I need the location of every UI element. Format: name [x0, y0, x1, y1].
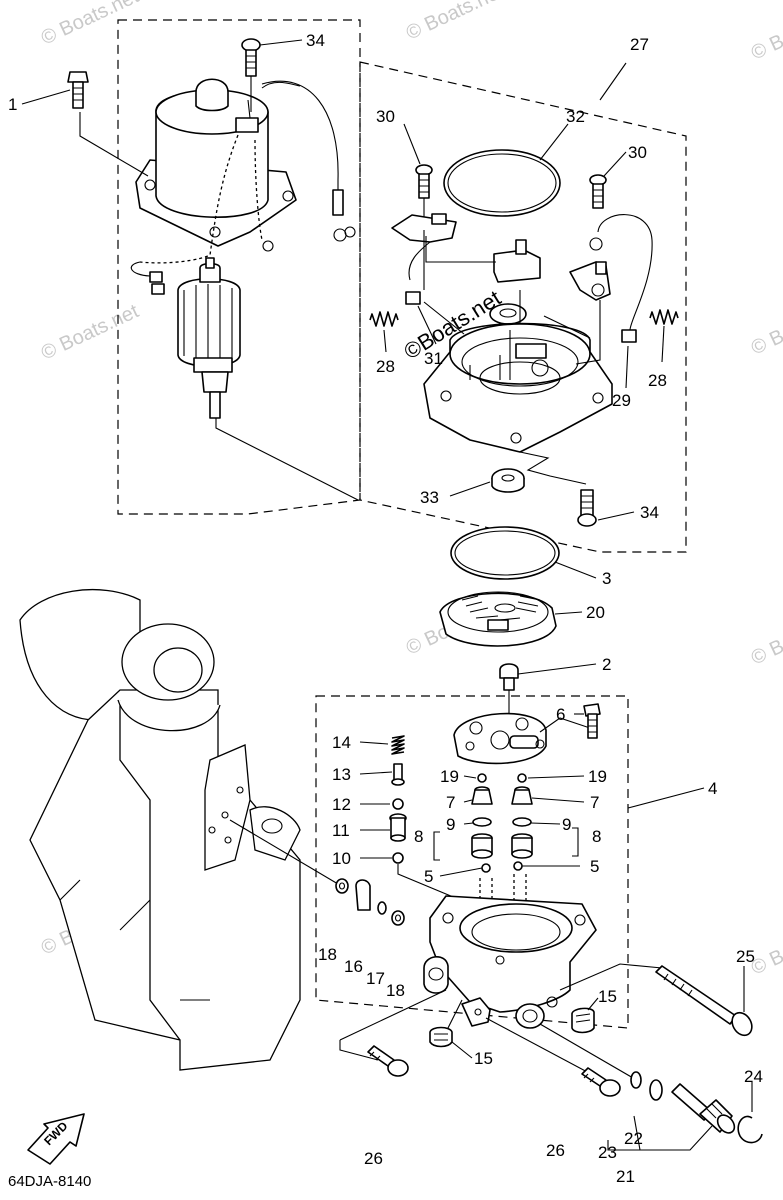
plug-15-lower: [429, 1026, 453, 1048]
callout-10: 10: [332, 849, 351, 868]
callout-4: 4: [708, 779, 717, 798]
callout-18: 18: [318, 945, 337, 964]
valve-parts-center: [433, 773, 579, 944]
assembly-27-box: [359, 61, 687, 553]
valve-parts-left: [389, 735, 471, 905]
bolt-26-right: [581, 1067, 621, 1097]
callout-20: 20: [586, 603, 605, 622]
watermark: © Boats.net: [38, 300, 143, 364]
bracket-21: [607, 1125, 713, 1151]
screw-34-top: [241, 38, 261, 112]
callout-30: 30: [628, 143, 647, 162]
callout-14: 14: [332, 733, 351, 752]
callout-19: 19: [588, 767, 607, 786]
callout-3: 3: [602, 569, 611, 588]
o-ring-22: [649, 1079, 663, 1101]
callout-34: 34: [306, 31, 325, 50]
callout-25: 25: [736, 947, 755, 966]
callout-32: 32: [566, 107, 585, 126]
watermark: © Boats.net: [38, 0, 143, 50]
trim-cylinder-background: [19, 588, 301, 1071]
callout-5: 5: [590, 857, 599, 876]
callout-15: 15: [474, 1049, 493, 1068]
bolt-6: [583, 703, 601, 739]
callout-2: 2: [602, 655, 611, 674]
assembly-4-box: [315, 695, 629, 1029]
callout-16: 16: [344, 957, 363, 976]
watermark: © Boats.net: [748, 605, 783, 669]
o-ring-23: [630, 1071, 642, 1089]
callout-8: 8: [414, 827, 423, 846]
callout-9: 9: [562, 815, 571, 834]
callout-13: 13: [332, 765, 351, 784]
callout-5: 5: [424, 867, 433, 886]
callout-8: 8: [592, 827, 601, 846]
callout-28: 28: [376, 357, 395, 376]
bolt-25: [655, 965, 753, 1037]
callout-22: 22: [624, 1129, 643, 1148]
callout-7: 7: [446, 793, 455, 812]
plug-15-right: [571, 1007, 595, 1034]
callout-labels: 1 34 27 30 32 30 28 31 28 29 33 34 3 20 …: [8, 31, 763, 1186]
callout-21: 21: [616, 1167, 635, 1186]
diagram-code: 64DJA-8140: [8, 1173, 91, 1190]
pump-body: [339, 895, 663, 1083]
callout-26: 26: [364, 1149, 383, 1168]
callout-28: 28: [648, 371, 667, 390]
fwd-arrow-icon: FWD: [27, 1113, 85, 1165]
valve-2: [499, 663, 519, 720]
callout-34: 34: [640, 503, 659, 522]
callout-18: 18: [386, 981, 405, 1000]
callout-26: 26: [546, 1141, 565, 1160]
callout-30: 30: [376, 107, 395, 126]
callout-19: 19: [440, 767, 459, 786]
motor-assembly-box: [117, 19, 361, 515]
callout-23: 23: [598, 1143, 617, 1162]
callout-27: 27: [630, 35, 649, 54]
callout-7: 7: [590, 793, 599, 812]
callout-12: 12: [332, 795, 351, 814]
watermark: © Boats.net: [403, 0, 508, 45]
motor-assembly: [79, 78, 359, 501]
callout-24: 24: [744, 1067, 763, 1086]
callout-17: 17: [366, 969, 385, 988]
callout-9: 9: [446, 815, 455, 834]
bolt-26-left: [367, 1045, 409, 1077]
brush-holder-assembly: [369, 149, 679, 527]
callout-15: 15: [598, 987, 617, 1006]
callout-31: 31: [424, 349, 443, 368]
pump-side-parts: [229, 819, 405, 926]
bolt-1: [67, 71, 89, 109]
callout-29: 29: [612, 391, 631, 410]
callout-11: 11: [332, 821, 350, 840]
callout-6: 6: [556, 705, 565, 724]
callout-33: 33: [420, 488, 439, 507]
filter-20: [439, 591, 583, 647]
watermark: © Boats.net: [748, 0, 783, 64]
circlip-24: [737, 1115, 763, 1144]
pump-plate: [453, 712, 593, 765]
callout-leaders: [21, 39, 753, 1112]
callout-1: 1: [8, 95, 17, 114]
o-ring-3: [450, 526, 560, 580]
watermark: © Boats.net: [748, 295, 783, 359]
fitting-21: [671, 1083, 736, 1134]
